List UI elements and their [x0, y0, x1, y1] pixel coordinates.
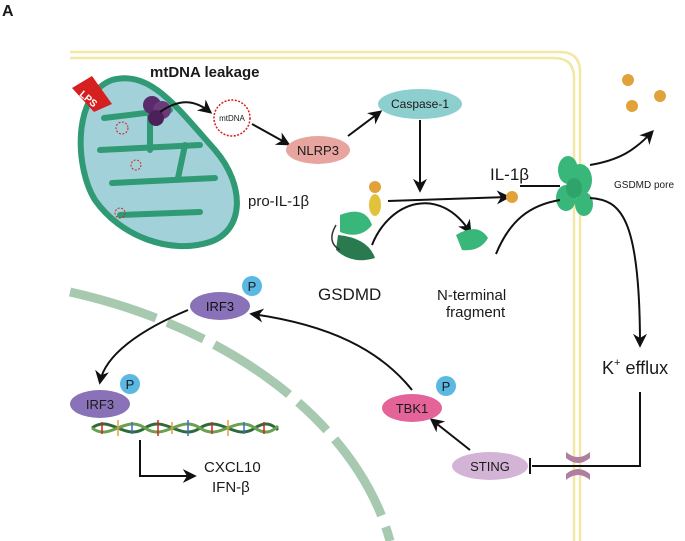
- irf3-top-node: IRF3: [190, 292, 250, 320]
- il1b-dot: [506, 191, 518, 203]
- svg-text:IRF3: IRF3: [206, 299, 234, 314]
- secreted-il1b-dots: [622, 74, 666, 112]
- tbk1-phospho: P: [436, 376, 456, 396]
- svg-text:IRF3: IRF3: [86, 397, 114, 412]
- svg-text:Caspase-1: Caspase-1: [391, 97, 449, 111]
- svg-text:P: P: [442, 379, 451, 394]
- irf3-bottom-node: IRF3: [70, 390, 130, 418]
- arrow-mtdna-to-nlrp3: [251, 123, 291, 146]
- svg-text:mtDNA: mtDNA: [219, 114, 245, 123]
- arrow-dna-to-genes: [139, 440, 197, 483]
- svg-text:P: P: [126, 377, 135, 392]
- n-terminal-icon: [456, 229, 488, 251]
- n-terminal-label-2: fragment: [446, 304, 506, 321]
- dna-helix-icon: [91, 420, 280, 436]
- irf3-bottom-phospho: P: [120, 374, 140, 394]
- arrow-nlrp3-to-caspase: [347, 110, 383, 137]
- arrow-pore-to-k-efflux: [589, 197, 647, 348]
- mtdna-circle: mtDNA: [213, 99, 251, 137]
- svg-text:NLRP3: NLRP3: [297, 143, 339, 158]
- gsdmd-pore-label: GSDMD pore: [614, 180, 674, 191]
- arrow-gsdmd-cleavage: [371, 202, 472, 246]
- svg-text:TBK1: TBK1: [396, 401, 429, 416]
- panel-letter: A: [2, 3, 14, 20]
- nuclear-envelope: [69, 287, 395, 541]
- gsdmd-icon: [331, 211, 375, 261]
- gsdmd-label: GSDMD: [318, 285, 381, 304]
- arrow-pore-to-outside: [589, 129, 654, 166]
- irf3-top-phospho: P: [242, 276, 262, 296]
- pro-il1b-label: pro-IL-1β: [248, 193, 310, 210]
- caspase1-node: Caspase-1: [378, 89, 462, 119]
- svg-text:P: P: [248, 279, 257, 294]
- arrow-tbk1-to-irf3: [249, 308, 413, 391]
- gsdmd-pore-icon: [556, 156, 593, 216]
- svg-text:STING: STING: [470, 459, 510, 474]
- sting-node: STING: [452, 452, 528, 480]
- cell-membrane: [70, 50, 582, 541]
- arrow-pro-il1b-to-il1b: [387, 190, 511, 205]
- tbk1-node: TBK1: [382, 394, 442, 422]
- arrow-sting-to-tbk1: [429, 418, 471, 451]
- pro-il1b-icon: [369, 181, 381, 216]
- k-efflux-label: K+ efflux: [602, 357, 668, 378]
- arrow-fragment-to-pore: [495, 199, 561, 255]
- ifnb-label: IFN-β: [212, 479, 250, 496]
- nlrp3-node: NLRP3: [286, 136, 350, 164]
- mtdna-leakage-title: mtDNA leakage: [150, 64, 259, 81]
- arrow-mito-to-mtdna: [159, 99, 213, 114]
- il1b-label: IL-1β: [490, 165, 529, 184]
- n-terminal-label-1: N-terminal: [437, 287, 506, 304]
- inhibition-k-to-sting: [532, 392, 641, 467]
- cxcl10-label: CXCL10: [204, 459, 261, 476]
- arrow-irf3-to-nucleus: [95, 309, 189, 385]
- channel-icon: [566, 452, 590, 480]
